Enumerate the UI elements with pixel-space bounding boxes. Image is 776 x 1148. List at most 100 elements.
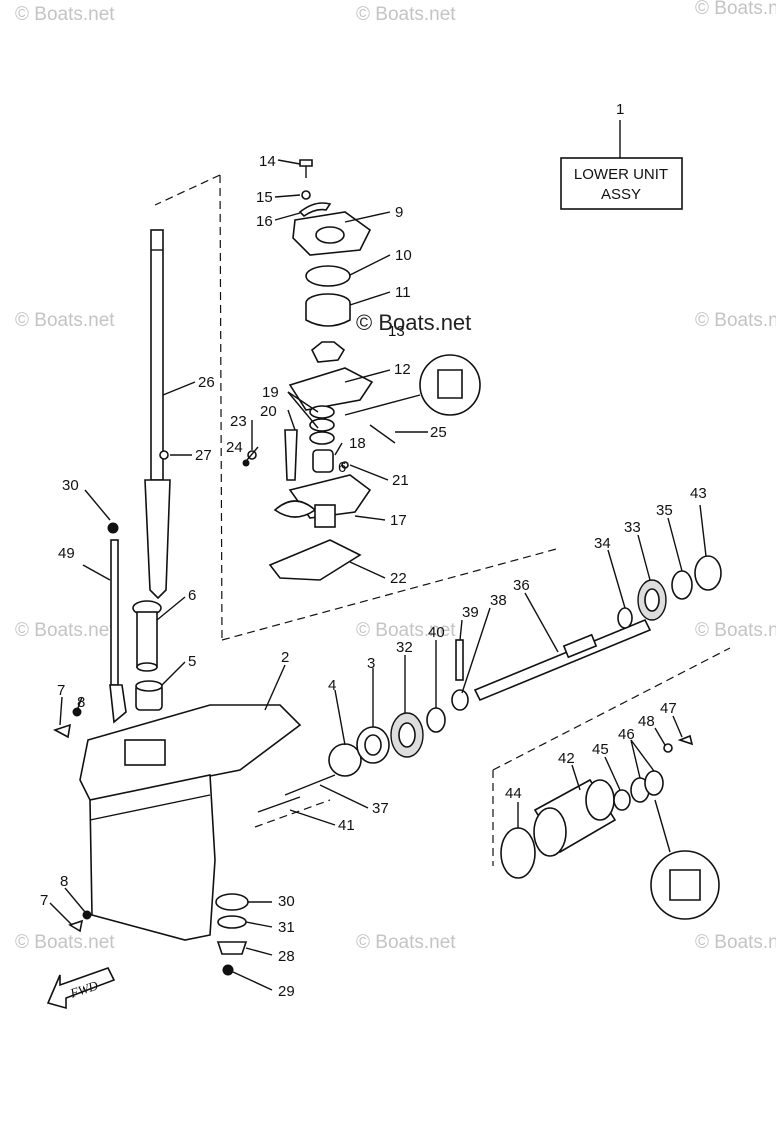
callout-3[interactable]: 3 xyxy=(367,655,375,672)
callout-27[interactable]: 27 xyxy=(195,447,212,464)
callout-17[interactable]: 17 xyxy=(390,512,407,529)
dowel-pin[interactable] xyxy=(312,449,334,473)
callout-30[interactable]: 30 xyxy=(62,477,79,494)
callout-40[interactable]: 40 xyxy=(428,624,445,641)
callout-7b[interactable]: 7 xyxy=(40,892,48,909)
shift-lever[interactable] xyxy=(109,539,127,724)
o-ring[interactable] xyxy=(305,265,351,287)
callout-19[interactable]: 19 xyxy=(262,384,279,401)
washer-8[interactable] xyxy=(72,707,82,717)
bearing-3[interactable] xyxy=(356,726,390,764)
callout-2[interactable]: 2 xyxy=(281,649,289,666)
callout-6[interactable]: 6 xyxy=(338,459,346,476)
screw-7[interactable] xyxy=(52,723,72,739)
pump-cover[interactable] xyxy=(292,211,372,256)
callout-45[interactable]: 45 xyxy=(592,741,609,758)
clip[interactable] xyxy=(298,202,332,218)
seal-46b[interactable] xyxy=(644,770,664,796)
impeller[interactable] xyxy=(310,341,346,363)
pin-21[interactable] xyxy=(341,461,349,469)
callout-18[interactable]: 18 xyxy=(349,435,366,452)
callout-22[interactable]: 22 xyxy=(390,570,407,587)
callout-24[interactable]: 24 xyxy=(226,439,243,456)
washer-24[interactable] xyxy=(242,459,250,467)
shaft-41[interactable] xyxy=(257,796,301,813)
callout-33[interactable]: 33 xyxy=(624,519,641,536)
screw-7b[interactable] xyxy=(68,919,84,933)
lower-casing[interactable] xyxy=(79,704,302,941)
callout-20[interactable]: 20 xyxy=(260,403,277,420)
callout-43[interactable]: 43 xyxy=(690,485,707,502)
grommet[interactable] xyxy=(284,429,298,481)
callout-26[interactable]: 26 xyxy=(198,374,215,391)
callout-4[interactable]: 4 xyxy=(328,677,336,694)
lever-nut[interactable] xyxy=(107,522,119,534)
callout-10[interactable]: 10 xyxy=(395,247,412,264)
plug-29[interactable] xyxy=(222,964,234,976)
pump-housing[interactable] xyxy=(273,474,372,528)
lower-unit-assy-box[interactable]: LOWER UNIT ASSY xyxy=(560,120,683,210)
gasket-31[interactable] xyxy=(217,915,247,929)
callout-28[interactable]: 28 xyxy=(278,948,295,965)
callout-37[interactable]: 37 xyxy=(372,800,389,817)
callout-36[interactable]: 36 xyxy=(513,577,530,594)
shift-rod[interactable] xyxy=(144,229,171,600)
callout-29[interactable]: 29 xyxy=(278,983,295,1000)
callout-8[interactable]: 8 xyxy=(77,694,85,711)
callout-34[interactable]: 34 xyxy=(594,535,611,552)
insert-cartridge[interactable] xyxy=(305,293,351,327)
gasket[interactable] xyxy=(268,539,362,581)
reverse-gear[interactable] xyxy=(637,579,667,621)
callout-12[interactable]: 12 xyxy=(394,361,411,378)
callout-48[interactable]: 48 xyxy=(638,713,655,730)
callout-11[interactable]: 11 xyxy=(395,284,411,301)
callout-41[interactable]: 41 xyxy=(338,817,355,834)
bolt-25[interactable] xyxy=(369,424,396,444)
bearing-43[interactable] xyxy=(694,555,722,591)
propeller-shaft[interactable] xyxy=(473,618,652,702)
callout-6b[interactable]: 6 xyxy=(188,587,196,604)
callout-30b[interactable]: 30 xyxy=(278,893,295,910)
callout-15[interactable]: 15 xyxy=(256,189,273,206)
pin-48[interactable] xyxy=(663,743,673,753)
callout-16[interactable]: 16 xyxy=(256,213,273,230)
o-ring-44[interactable] xyxy=(500,827,536,879)
shift-cam[interactable] xyxy=(284,774,336,796)
callout-39[interactable]: 39 xyxy=(462,604,479,621)
shift-rod-pin[interactable] xyxy=(159,450,169,460)
outer-plate[interactable] xyxy=(288,367,374,411)
clip-47[interactable] xyxy=(677,734,694,746)
shim-35[interactable] xyxy=(671,570,693,600)
shift-rod-boot[interactable] xyxy=(132,600,162,672)
seals[interactable] xyxy=(309,405,335,445)
callout-23[interactable]: 23 xyxy=(230,413,247,430)
washer-8b[interactable] xyxy=(82,910,92,920)
callout-14[interactable]: 14 xyxy=(259,153,276,170)
dog-clutch[interactable] xyxy=(426,707,446,733)
callout-5[interactable]: 5 xyxy=(188,653,196,670)
seal-45[interactable] xyxy=(613,789,631,811)
shim-4[interactable] xyxy=(328,743,362,777)
callout-7[interactable]: 7 xyxy=(57,682,65,699)
callout-46[interactable]: 46 xyxy=(618,726,635,743)
callout-49[interactable]: 49 xyxy=(58,545,75,562)
plug-28[interactable] xyxy=(216,941,248,955)
callout-1[interactable]: 1 xyxy=(616,101,624,118)
plunger[interactable] xyxy=(455,639,464,681)
forward-gear[interactable] xyxy=(390,712,424,758)
callout-25[interactable]: 25 xyxy=(430,424,447,441)
callout-32[interactable]: 32 xyxy=(396,639,413,656)
pin-38[interactable] xyxy=(451,689,469,711)
washer[interactable] xyxy=(301,190,311,200)
bearing-housing[interactable] xyxy=(533,778,617,857)
pump-bolt[interactable] xyxy=(299,159,313,178)
callout-13[interactable]: 13 xyxy=(388,323,405,340)
callout-42[interactable]: 42 xyxy=(558,750,575,767)
callout-47[interactable]: 47 xyxy=(660,700,677,717)
plug-30[interactable] xyxy=(215,893,249,911)
callout-31[interactable]: 31 xyxy=(278,919,295,936)
callout-44[interactable]: 44 xyxy=(505,785,522,802)
callout-38[interactable]: 38 xyxy=(490,592,507,609)
callout-8b[interactable]: 8 xyxy=(60,873,68,890)
callout-21[interactable]: 21 xyxy=(392,472,409,489)
